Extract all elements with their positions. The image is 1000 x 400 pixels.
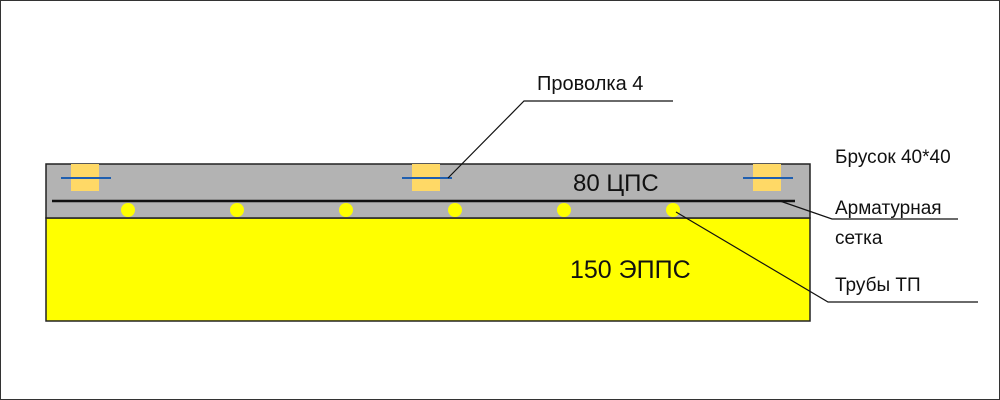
mesh-label-line1: Арматурная — [835, 198, 942, 219]
screed-layer-label: 80 ЦПС — [573, 170, 659, 197]
heating-pipe — [666, 203, 680, 217]
mesh-leader-line — [779, 200, 958, 220]
wire-leader-line — [447, 100, 673, 179]
mesh-label-line2: сетка — [835, 228, 883, 249]
insulation-layer-label: 150 ЭППС — [570, 256, 691, 284]
heating-pipe — [557, 203, 571, 217]
beam-label: Брусок 40*40 — [835, 147, 951, 168]
wire-label: Проволка 4 — [537, 73, 644, 95]
heating-pipe — [339, 203, 353, 217]
insulation-layer — [45, 217, 811, 322]
heating-pipe — [448, 203, 462, 217]
heating-pipe — [230, 203, 244, 217]
heating-pipe — [121, 203, 135, 217]
pipes-leader-line — [675, 211, 978, 303]
pipes-label: Трубы ТП — [835, 275, 921, 296]
